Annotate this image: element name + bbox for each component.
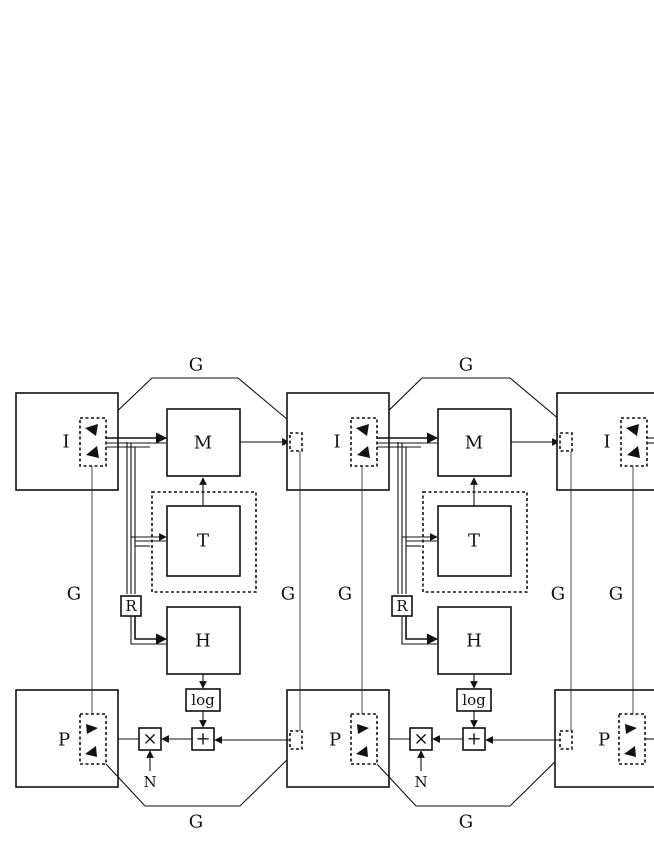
module-3: I P G G bbox=[485, 392, 654, 788]
noise-label-2: N bbox=[414, 773, 427, 791]
module-1: G I M T R H bbox=[15, 355, 298, 833]
router-label-2: R bbox=[396, 597, 408, 615]
output-switch-1 bbox=[79, 713, 107, 765]
gate-path-bottom-1 bbox=[105, 749, 298, 807]
output-switch-3 bbox=[618, 713, 646, 765]
multiply-label-2: × bbox=[413, 729, 428, 750]
memory-label-2: M bbox=[465, 433, 483, 454]
gate-label-bottom-1: G bbox=[189, 812, 203, 833]
output-port-2 bbox=[289, 730, 303, 750]
memory-box-2 bbox=[437, 408, 512, 477]
input-label-3: I bbox=[603, 432, 610, 453]
hidden-label-2: H bbox=[466, 631, 482, 652]
gate-label-top-1: G bbox=[189, 355, 203, 376]
gate-label-left-1: G bbox=[67, 584, 81, 605]
transform-label-1: T bbox=[197, 531, 209, 552]
gate-label-right-2: G bbox=[338, 584, 352, 605]
router-label-1: R bbox=[125, 597, 137, 615]
output-label-3: P bbox=[598, 730, 610, 751]
sum-label-2: + bbox=[466, 729, 481, 750]
hidden-label-1: H bbox=[195, 631, 211, 652]
output-port-3 bbox=[559, 730, 573, 750]
log-label-2: log bbox=[462, 691, 486, 709]
input-switch-1 bbox=[79, 417, 107, 467]
input-label-1: I bbox=[62, 432, 69, 453]
input-switch-3 bbox=[620, 417, 648, 467]
sum-label-1: + bbox=[195, 729, 210, 750]
memory-box-1 bbox=[166, 408, 241, 477]
gate-label-left-3: G bbox=[551, 584, 565, 605]
gate-label-left-2: G bbox=[281, 584, 295, 605]
output-label-2: P bbox=[329, 730, 341, 751]
noise-label-1: N bbox=[143, 773, 156, 791]
multiply-label-1: × bbox=[142, 729, 157, 750]
gate-label-bottom-2: G bbox=[459, 812, 473, 833]
module-2: G I M T R H bbox=[214, 355, 568, 833]
input-label-2: I bbox=[333, 432, 340, 453]
log-label-1: log bbox=[191, 691, 215, 709]
output-label-1: P bbox=[58, 730, 70, 751]
input-switch-2 bbox=[350, 417, 378, 467]
transform-label-2: T bbox=[468, 531, 480, 552]
memory-label-1: M bbox=[194, 433, 212, 454]
output-switch-2 bbox=[350, 713, 378, 765]
gate-label-top-2: G bbox=[459, 355, 473, 376]
gate-label-right-3: G bbox=[609, 584, 623, 605]
input-port-2 bbox=[289, 432, 303, 452]
hidden-box-2 bbox=[437, 606, 512, 675]
input-port-3 bbox=[559, 432, 573, 452]
